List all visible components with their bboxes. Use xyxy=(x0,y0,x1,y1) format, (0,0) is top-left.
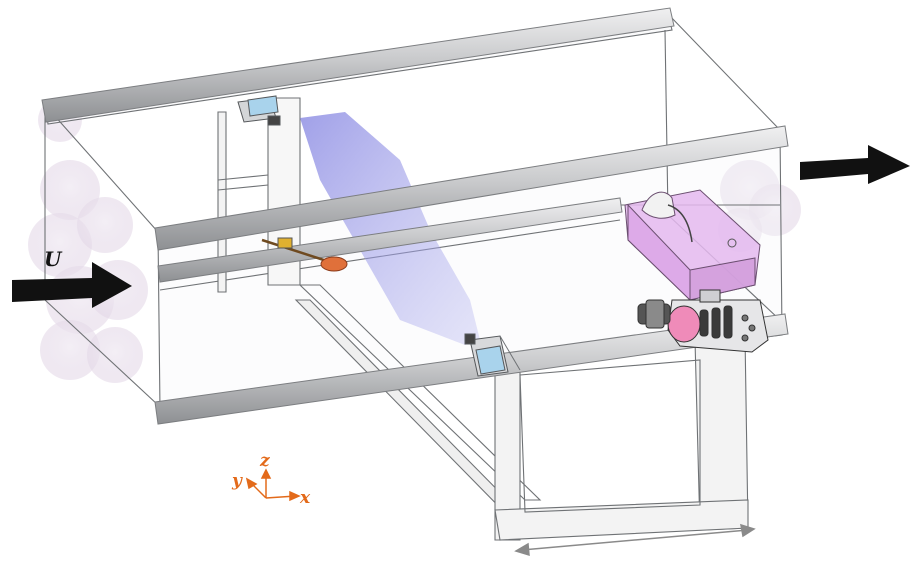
axis-z-label: z xyxy=(259,451,270,471)
airfoil-model xyxy=(261,237,348,272)
axis-y-label: y xyxy=(231,471,243,491)
traverse-double-arrow xyxy=(514,523,756,557)
laser-bottom xyxy=(464,333,521,377)
support-structure xyxy=(217,97,749,541)
high-speed-camera xyxy=(637,289,769,353)
laser-top xyxy=(237,95,281,126)
coordinate-axes xyxy=(245,468,301,502)
top-rail-back xyxy=(41,7,675,123)
outflow-arrow-icon xyxy=(800,145,910,184)
mid-rail xyxy=(157,197,623,283)
inflow-arrow-icon xyxy=(12,262,132,308)
top-rail-front xyxy=(154,125,789,251)
laser-light-sheet xyxy=(300,112,480,345)
flow-velocity-label: U xyxy=(44,247,63,271)
bottom-rail-front xyxy=(154,313,789,425)
axis-x-label: x xyxy=(299,488,311,508)
